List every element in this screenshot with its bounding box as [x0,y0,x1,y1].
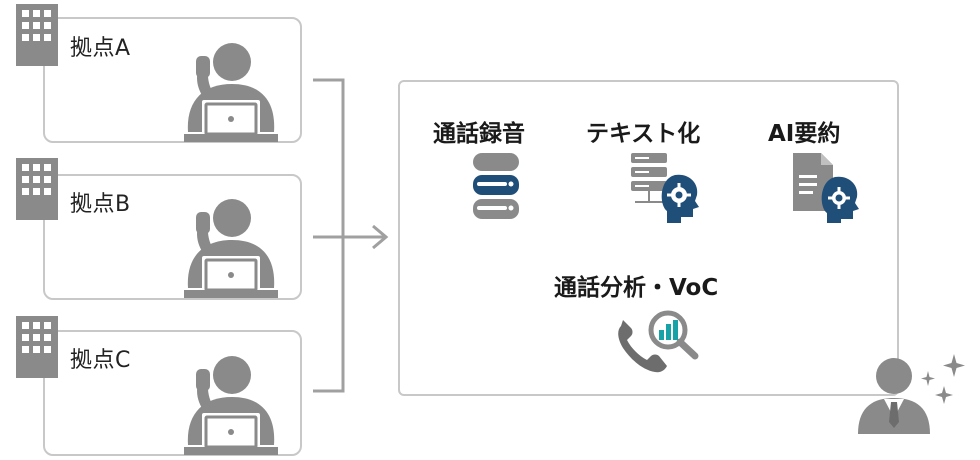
feature-label-transcription: テキスト化 [586,121,701,147]
office-building-icon [16,158,58,220]
feature-label-analysis: 通話分析・VoC [554,275,719,301]
phone-analytics-icon [618,310,699,373]
operator-on-phone-icon [184,356,278,455]
office-building-icon [16,4,58,66]
site-label-a: 拠点A [70,36,131,61]
server-ai-icon [631,153,699,223]
businessman-icon [858,358,930,434]
database-icon [473,153,519,219]
operator-on-phone-icon [184,199,278,298]
document-ai-icon [793,153,859,223]
feature-label-summary: AI要約 [768,121,841,147]
site-label-c: 拠点C [70,348,131,373]
feature-label-recording: 通話録音 [433,121,525,147]
site-box-a [43,17,302,143]
service-panel [398,80,899,396]
operator-on-phone-icon [184,43,278,142]
sparkle-icon [921,354,965,404]
site-label-b: 拠点B [70,192,131,217]
office-building-icon [16,316,58,378]
